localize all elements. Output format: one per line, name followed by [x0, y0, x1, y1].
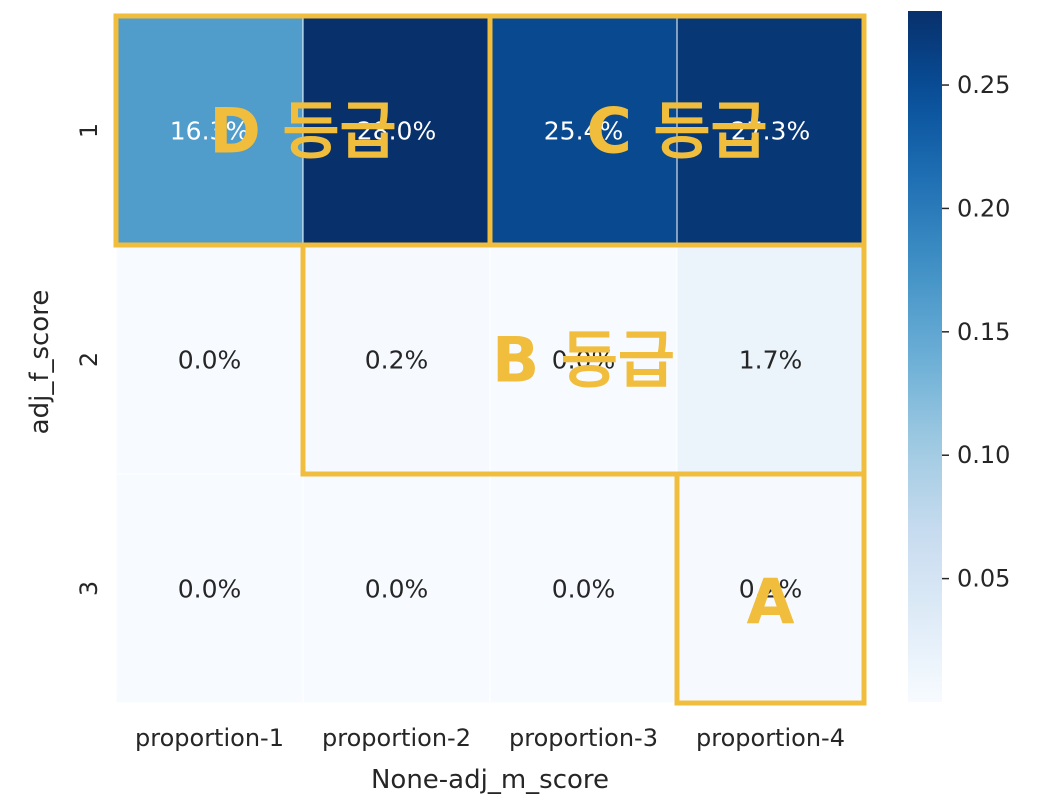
- cell-value-label: 0.0%: [552, 346, 616, 375]
- x-tick-label: proportion-4: [696, 724, 845, 752]
- cell-value-label: 0.2%: [365, 346, 429, 375]
- colorbar-tick-label: 0.15: [957, 318, 1010, 346]
- colorbar-tick-label: 0.20: [957, 194, 1010, 222]
- y-axis-title: adj_f_score: [25, 290, 55, 435]
- heatmap-cell: [302, 244, 491, 475]
- heatmap-cell: [115, 15, 304, 246]
- grade-label: C 등급: [586, 95, 767, 168]
- heatmap-cell: [302, 473, 491, 704]
- cell-labels: 16.3% 28.0% 25.4% 27.3% 0.0% 0.2% 0.0% 1.7% 0.0%…: [170, 117, 810, 604]
- colorbar-tick-label: 0.05: [957, 565, 1010, 593]
- cell-value-label: 28.0%: [357, 117, 436, 146]
- y-tick-label: 1: [75, 123, 103, 138]
- heatmap-cell: [676, 15, 865, 246]
- colorbar: 0.05 0.10 0.15 0.20 0.25: [908, 11, 1010, 702]
- y-tick-labels: 1 2 3: [75, 123, 103, 596]
- x-tick-label: proportion-2: [322, 724, 471, 752]
- grade-region-box: [674, 471, 867, 706]
- cell-value-label: 0.0%: [178, 575, 242, 604]
- grade-label: D 등급: [209, 95, 396, 168]
- grade-label: A: [747, 566, 795, 639]
- x-axis-title: None-adj_m_score: [371, 765, 609, 795]
- colorbar-gradient: [908, 11, 942, 702]
- heatmap-cells: [115, 15, 865, 704]
- grade-region-box: [300, 242, 867, 477]
- x-tick-label: proportion-3: [509, 724, 658, 752]
- heatmap-cell: [489, 244, 678, 475]
- y-tick-label: 3: [75, 581, 103, 596]
- cell-value-label: 1.7%: [739, 346, 803, 375]
- heatmap-cell: [115, 473, 304, 704]
- heatmap-cell: [115, 244, 304, 475]
- grade-label: B 등급: [492, 324, 675, 397]
- cell-value-label: 16.3%: [170, 117, 249, 146]
- cell-value-label: 0.0%: [552, 575, 616, 604]
- heatmap-cell: [676, 244, 865, 475]
- colorbar-tick-label: 0.10: [957, 441, 1010, 469]
- x-tick-labels: proportion-1 proportion-2 proportion-3 prop…: [135, 724, 845, 752]
- cell-value-label: 27.3%: [731, 117, 810, 146]
- y-tick-label: 2: [75, 352, 103, 367]
- heatmap-cell: [302, 15, 491, 246]
- cell-value-label: 0.0%: [178, 346, 242, 375]
- x-tick-label: proportion-1: [135, 724, 284, 752]
- cell-value-label: 0.2%: [739, 575, 803, 604]
- colorbar-tick-label: 0.25: [957, 71, 1010, 99]
- cell-value-label: 25.4%: [544, 117, 623, 146]
- heatmap-cell: [676, 473, 865, 704]
- grade-annotations: D 등급 C 등급 B 등급 A: [113, 13, 867, 706]
- cell-value-label: 0.0%: [365, 575, 429, 604]
